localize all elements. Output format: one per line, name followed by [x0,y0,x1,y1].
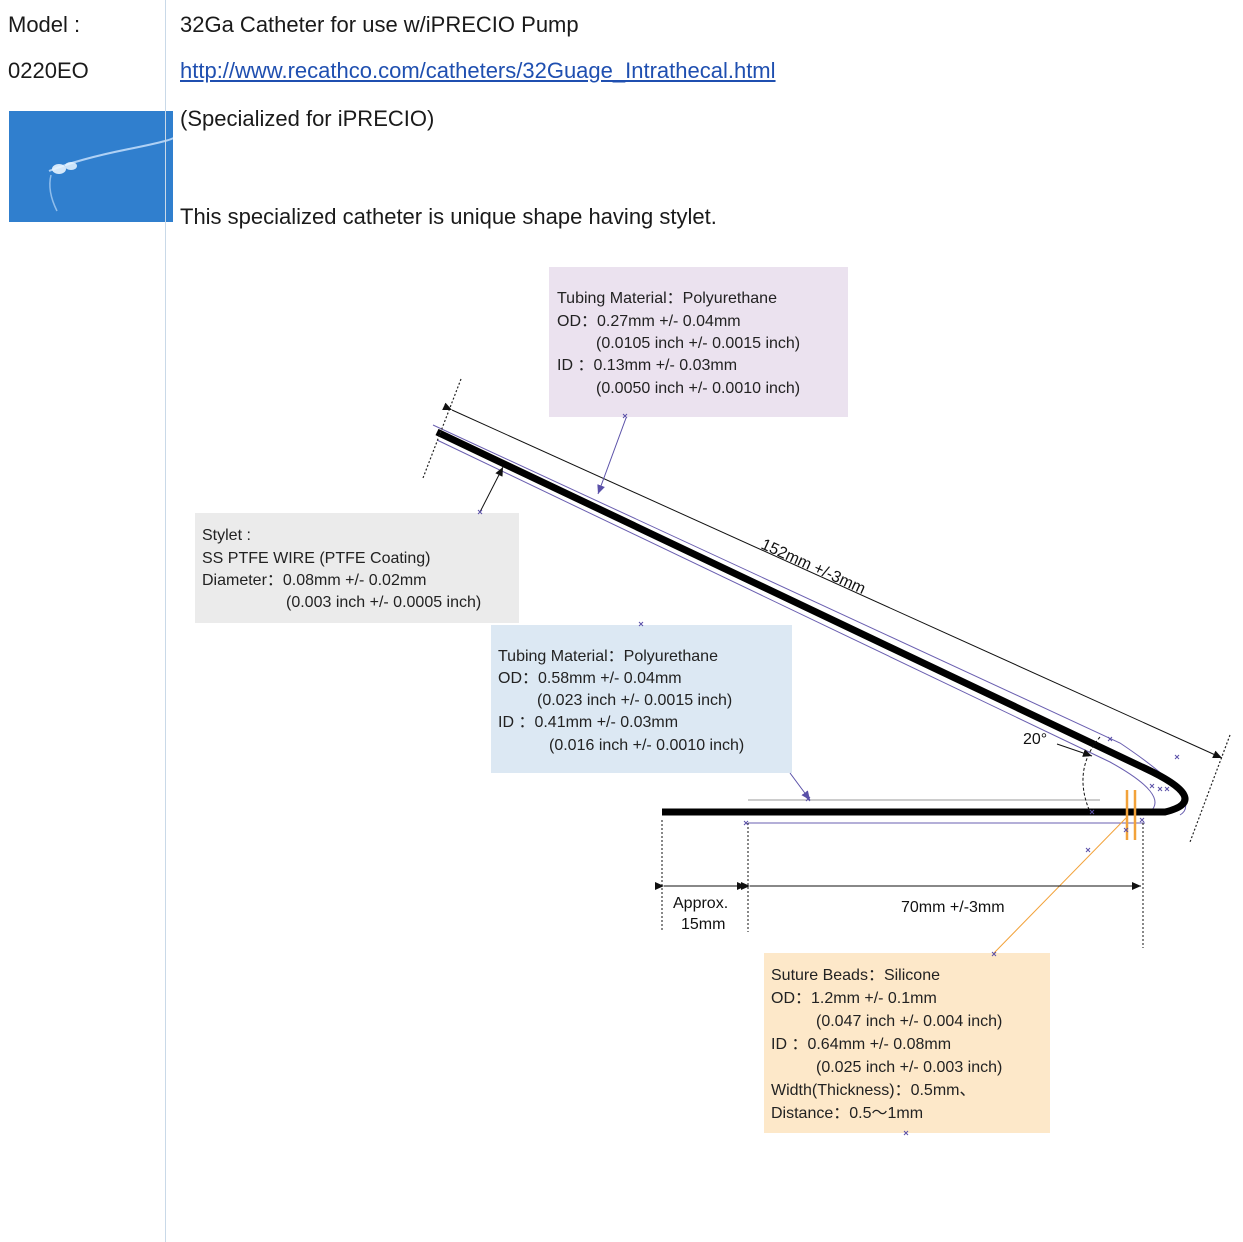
suture-beads-line-2: OD：1.2mm +/- 0.1mm [771,990,937,1007]
angle-label: 20° [1023,731,1047,748]
thick-tubing-line-2: OD：0.58mm +/- 0.04mm [498,670,682,687]
angle-pointer [1056,743,1093,757]
catheter-photo-graphic [9,111,173,222]
bend-dotted-marker [1189,734,1231,843]
stylet-line-4: (0.003 inch +/- 0.0005 inch) [286,594,481,611]
product-link[interactable]: http://www.recathco.com/catheters/32Guag… [180,58,776,83]
suture-beads-line-4: ID ：0.64mm +/- 0.08mm [771,1036,951,1053]
angle-arc [1082,736,1101,813]
suture-beads-line-1: Suture Beads：Silicone [771,967,940,984]
stylet-line-2: SS PTFE WIRE (PTFE Coating) [202,550,430,567]
model-label: Model : [8,12,81,37]
thick-tubing-line-1: Tubing Material：Polyurethane [498,648,718,665]
inner-guide-line [436,439,1156,813]
dimension-approx-line1: Approx. [673,895,728,912]
suture-beads-line-3: (0.047 inch +/- 0.004 inch) [816,1013,1002,1030]
thin-tubing-line-5: (0.0050 inch +/- 0.0010 inch) [596,380,800,397]
model-code: 0220EO [8,58,89,83]
suture-beads-line-6: Width(Thickness)：0.5mm、 [771,1082,975,1099]
stylet-line-1: Stylet : [202,527,251,544]
product-description: This specialized catheter is unique shap… [180,204,717,229]
dimension-label-70: 70mm +/-3mm [901,899,1005,916]
thin-tubing-line-3: (0.0105 inch +/- 0.0015 inch) [596,335,800,352]
suture-beads-line-7: Distance：0.5〜1mm [771,1105,923,1122]
dimension-line-152 [442,402,1223,759]
thin-tubing-callout-box [549,267,848,417]
selection-markers [477,413,1180,1136]
product-title: 32Ga Catheter for use w/iPRECIO Pump [180,12,579,37]
suture-beads-callout-box [764,953,1050,1133]
thin-tubing-line-1: Tubing Material：Polyurethane [557,290,777,307]
dimension-approx-line2: 15mm [681,916,725,933]
thin-tubing-leader [597,417,627,495]
product-photo [9,111,173,222]
catheter-body [435,428,1189,816]
thin-tubing-line-2: OD：0.27mm +/- 0.04mm [557,313,741,330]
tip-dotted-marker [422,378,462,479]
thick-tubing-line-4: ID ：0.41mm +/- 0.03mm [498,714,678,731]
thick-tubing-leader [789,772,811,801]
product-note: (Specialized for iPRECIO) [180,106,435,131]
suture-beads-line-5: (0.025 inch +/- 0.003 inch) [816,1059,1002,1076]
left-column: Model : 0220EO [0,0,173,1242]
thin-tubing-line-4: ID ：0.13mm +/- 0.03mm [557,357,737,374]
column-divider [165,0,166,1242]
thick-tubing-line-5: (0.016 inch +/- 0.0010 inch) [549,737,744,754]
stylet-leader [479,466,504,513]
thick-tubing-line-3: (0.023 inch +/- 0.0015 inch) [537,692,732,709]
stylet-line-3: Diameter：0.08mm +/- 0.02mm [202,572,427,589]
